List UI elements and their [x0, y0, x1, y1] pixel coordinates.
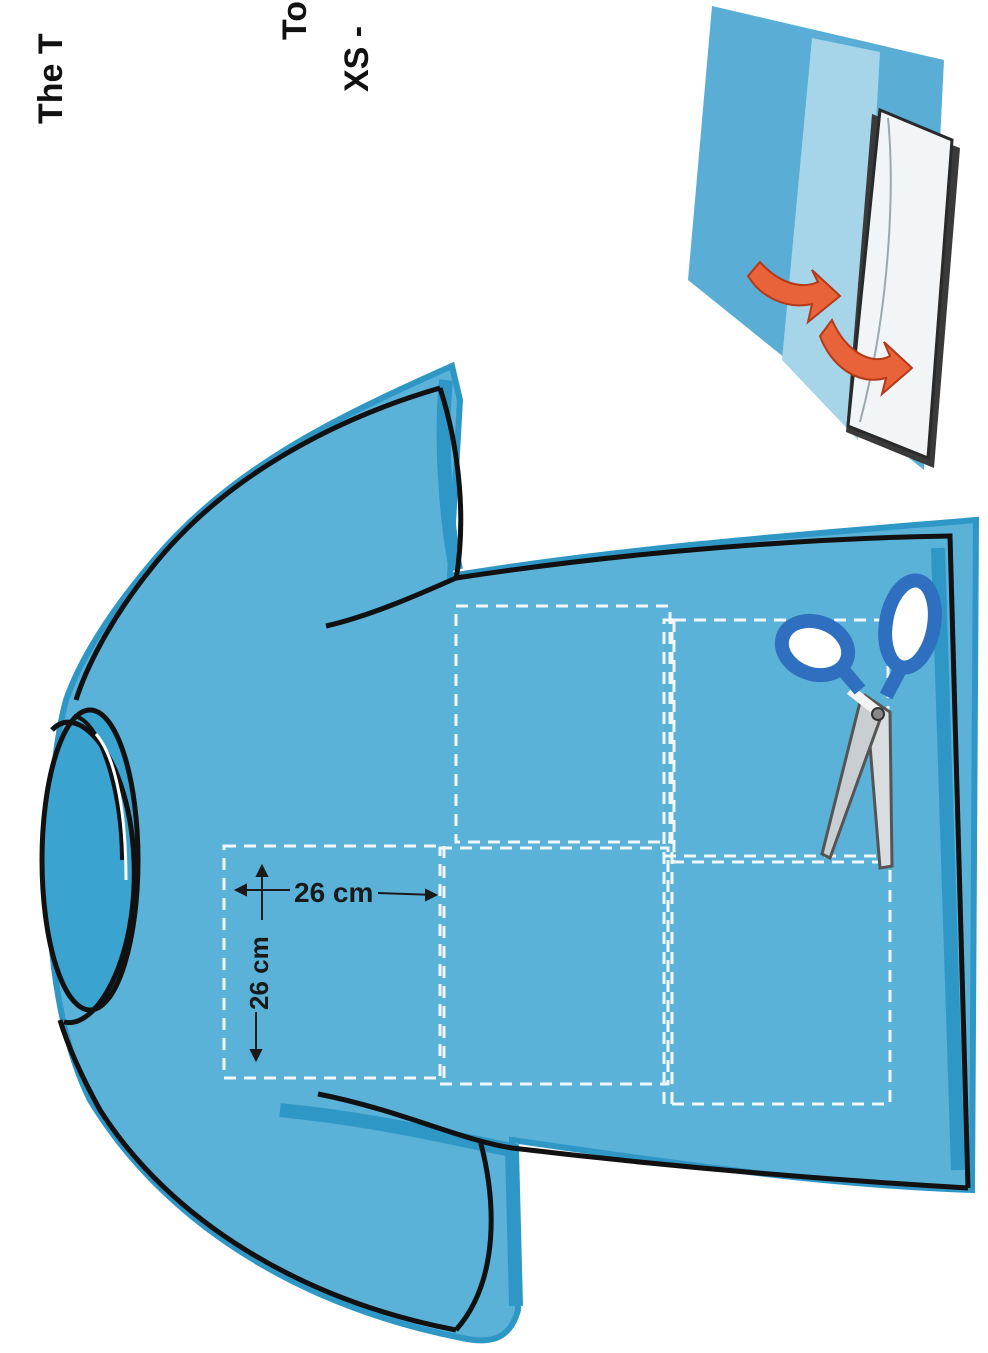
width-dimension-label: 26 cm — [294, 877, 373, 908]
height-dimension-label: 26 cm — [244, 936, 274, 1010]
t-shirt-icon — [42, 366, 976, 1340]
folded-fabric-icon — [688, 6, 960, 470]
